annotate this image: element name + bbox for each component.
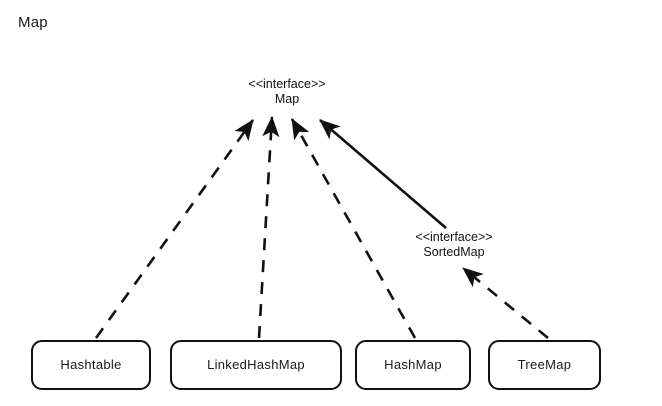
class-label: HashMap [384, 357, 442, 372]
edge-hashmap-to-map [290, 118, 417, 339]
interface-name-map: Map [274, 92, 300, 106]
edge-linkedhashmap-to-map [257, 115, 280, 339]
edge-sortedmap-to-map [319, 119, 447, 229]
class-node-hashtable: Hashtable [31, 340, 151, 390]
interface-name-sortedmap: SortedMap [423, 245, 485, 259]
class-label: TreeMap [517, 357, 572, 372]
class-node-treemap: TreeMap [488, 340, 601, 390]
interface-stereotype: <<interface>> [248, 77, 326, 91]
edge-hashtable-to-map [94, 119, 255, 339]
class-label: LinkedHashMap [207, 357, 305, 372]
class-label: Hashtable [60, 357, 122, 372]
interface-stereotype: <<interface>> [415, 230, 493, 244]
page-title: Map [18, 14, 48, 31]
class-node-linkedhashmap: LinkedHashMap [170, 340, 342, 390]
interface-node-sortedmap: <<interface>> SortedMap [393, 230, 515, 260]
interface-node-map: <<interface>> Map [227, 77, 347, 107]
edge-treemap-to-sortedmap [462, 266, 549, 340]
class-node-hashmap: HashMap [355, 340, 471, 390]
